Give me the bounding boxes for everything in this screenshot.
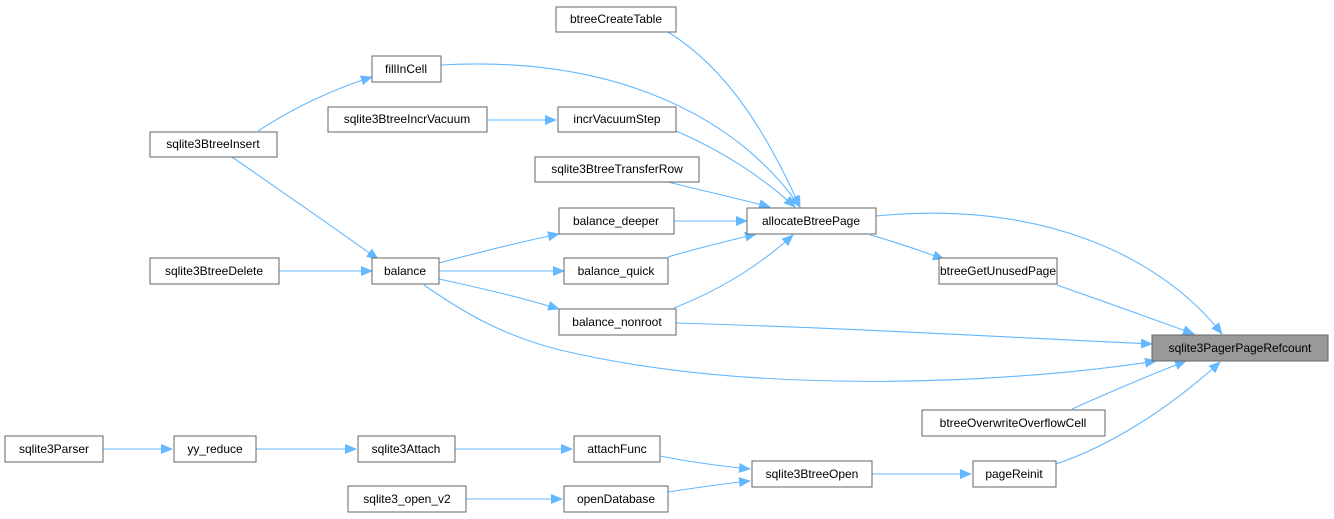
node-label: balance — [384, 264, 426, 278]
edge-balance-to-sqlite3PagerPageRefcount — [423, 284, 1157, 382]
edge-balance-to-balance_deeper — [438, 231, 560, 264]
node-openDatabase[interactable]: openDatabase — [563, 485, 669, 513]
edge-sqlite3BtreeInsert-to-fillInCell — [257, 75, 373, 132]
node-incrVacuumStep[interactable]: incrVacuumStep — [557, 106, 677, 133]
node-balance_nonroot[interactable]: balance_nonroot — [558, 308, 677, 336]
node-sqlite3BtreeIncrVacuum[interactable]: sqlite3BtreeIncrVacuum — [327, 106, 488, 133]
node-label: balance_quick — [578, 264, 656, 278]
node-yy_reduce[interactable]: yy_reduce — [173, 435, 257, 463]
edge-pageReinit-to-sqlite3PagerPageRefcount — [1055, 361, 1221, 465]
node-label: sqlite3BtreeTransferRow — [551, 162, 683, 176]
node-balance_quick[interactable]: balance_quick — [563, 257, 669, 285]
edge-btreeGetUnusedPage-to-sqlite3PagerPageRefcount — [1056, 284, 1195, 335]
node-sqlite3BtreeDelete[interactable]: sqlite3BtreeDelete — [149, 257, 280, 285]
edge-allocateBtreePage-to-btreeGetUnusedPage — [869, 234, 945, 261]
node-sqlite3BtreeInsert[interactable]: sqlite3BtreeInsert — [149, 131, 278, 158]
node-label: balance_deeper — [573, 214, 659, 228]
edge-attachFunc-to-sqlite3BtreeOpen — [659, 455, 751, 473]
edge-incrVacuumStep-to-allocateBtreePage — [675, 130, 796, 208]
edge-openDatabase-to-sqlite3BtreeOpen — [667, 477, 751, 493]
edge-sqlite3BtreeInsert-to-balance — [231, 156, 379, 260]
node-label: btreeGetUnusedPage — [940, 264, 1056, 278]
edges — [103, 31, 1223, 504]
node-label: btreeOverwriteOverflowCell — [940, 416, 1087, 430]
node-sqlite3PagerPageRefcount[interactable]: sqlite3PagerPageRefcount — [1151, 334, 1329, 362]
node-label: yy_reduce — [187, 442, 243, 456]
nodes: btreeCreateTable fillInCell sqlite3Btree… — [4, 6, 1329, 513]
node-label: balance_nonroot — [572, 315, 662, 329]
node-label: sqlite3BtreeOpen — [766, 467, 859, 481]
node-sqlite3Attach[interactable]: sqlite3Attach — [357, 435, 456, 463]
edge-allocateBtreePage-to-sqlite3PagerPageRefcount — [875, 212, 1223, 335]
edge-balance-to-balance_nonroot — [438, 278, 560, 311]
node-sqlite3Parser[interactable]: sqlite3Parser — [4, 435, 104, 463]
edge-sqlite3BtreeTransferRow-to-allocateBtreePage — [667, 181, 771, 209]
edge-balance_nonroot-to-allocateBtreePage — [673, 234, 794, 309]
node-sqlite3_open_v2[interactable]: sqlite3_open_v2 — [347, 485, 467, 513]
node-label: attachFunc — [587, 442, 646, 456]
node-btreeGetUnusedPage[interactable]: btreeGetUnusedPage — [938, 257, 1058, 285]
node-label: btreeCreateTable — [570, 12, 662, 26]
edge-fillInCell-to-allocateBtreePage — [440, 63, 801, 208]
node-btreeOverwriteOverflowCell[interactable]: btreeOverwriteOverflowCell — [921, 409, 1106, 437]
node-sqlite3BtreeOpen[interactable]: sqlite3BtreeOpen — [751, 460, 873, 488]
node-allocateBtreePage[interactable]: allocateBtreePage — [746, 207, 877, 235]
node-label: pageReinit — [985, 467, 1043, 481]
edge-btreeCreateTable-to-allocateBtreePage — [667, 31, 801, 208]
node-label: sqlite3Parser — [19, 442, 89, 456]
node-sqlite3BtreeTransferRow[interactable]: sqlite3BtreeTransferRow — [534, 156, 700, 183]
node-label: sqlite3BtreeDelete — [165, 264, 263, 278]
node-label: fillInCell — [385, 62, 427, 76]
node-label: openDatabase — [577, 492, 655, 506]
node-label: sqlite3BtreeIncrVacuum — [344, 112, 471, 126]
node-btreeCreateTable[interactable]: btreeCreateTable — [555, 6, 677, 33]
node-pageReinit[interactable]: pageReinit — [972, 460, 1057, 488]
node-label: sqlite3Attach — [372, 442, 441, 456]
node-balance[interactable]: balance — [371, 257, 440, 285]
node-label: sqlite3_open_v2 — [363, 492, 451, 506]
node-label: sqlite3PagerPageRefcount — [1169, 341, 1312, 355]
node-label: sqlite3BtreeInsert — [166, 137, 260, 151]
node-label: allocateBtreePage — [762, 214, 860, 228]
edge-balance_quick-to-allocateBtreePage — [667, 231, 757, 258]
node-fillInCell[interactable]: fillInCell — [371, 55, 442, 83]
node-attachFunc[interactable]: attachFunc — [573, 435, 661, 463]
node-balance_deeper[interactable]: balance_deeper — [558, 207, 675, 235]
edge-balance_nonroot-to-sqlite3PagerPageRefcount — [675, 322, 1153, 349]
node-label: incrVacuumStep — [573, 112, 660, 126]
edge-btreeOverwriteOverflowCell-to-sqlite3PagerPageRefcount — [1071, 360, 1187, 410]
